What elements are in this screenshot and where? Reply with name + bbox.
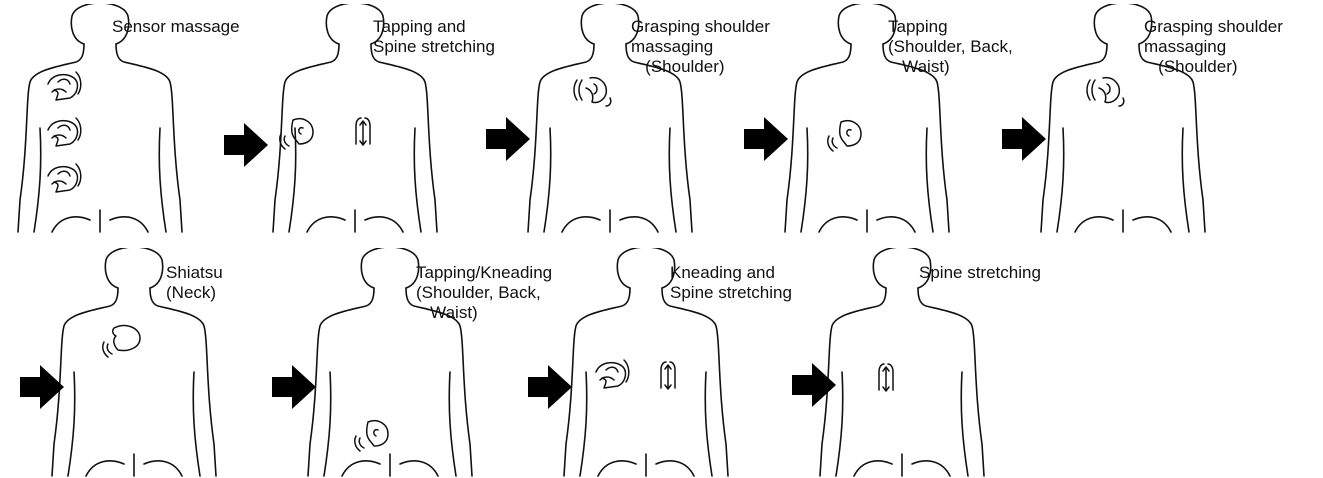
step-label: Tapping/Kneading(Shoulder, Back, Waist) bbox=[416, 263, 552, 323]
right-arrow-icon bbox=[18, 363, 66, 411]
step-label-line: (Neck) bbox=[166, 283, 223, 303]
spine-stretch-icon bbox=[356, 118, 370, 145]
spine-stretch-icon bbox=[879, 364, 893, 391]
step-label-line: Waist) bbox=[416, 303, 552, 323]
knead-hand-icon bbox=[596, 360, 629, 388]
step-label-line: (Shoulder, Back, bbox=[416, 283, 552, 303]
step-label-line: Spine stretching bbox=[919, 263, 1041, 283]
step-label-line: Spine stretching bbox=[373, 37, 495, 57]
knead-hand-icon bbox=[48, 72, 81, 100]
shiatsu-thumb-icon bbox=[103, 326, 140, 357]
step-label: Sensor massage bbox=[112, 17, 240, 37]
step-label-line: Kneading and bbox=[670, 263, 792, 283]
knead-hand-icon bbox=[48, 164, 81, 192]
right-arrow-icon bbox=[790, 361, 838, 409]
back-silhouette-icon bbox=[18, 4, 182, 232]
step-6 bbox=[34, 248, 294, 478]
right-arrow-icon bbox=[222, 121, 270, 169]
step-label: Spine stretching bbox=[919, 263, 1041, 283]
body-figure bbox=[0, 4, 200, 234]
spine-stretch-icon bbox=[661, 362, 675, 389]
right-arrow-icon bbox=[742, 115, 790, 163]
step-label-line: (Shoulder) bbox=[1144, 57, 1283, 77]
step-label-line: Tapping and bbox=[373, 17, 495, 37]
step-label-line: Shiatsu bbox=[166, 263, 223, 283]
grasp-hand-icon bbox=[1087, 78, 1124, 106]
step-label-line: Grasping shoulder bbox=[1144, 17, 1283, 37]
tap-hand-icon bbox=[355, 421, 388, 451]
step-label-line: Tapping/Kneading bbox=[416, 263, 552, 283]
step-label-line: Sensor massage bbox=[112, 17, 240, 37]
step-label-line: massaging bbox=[631, 37, 770, 57]
step-label-line: (Shoulder, Back, bbox=[888, 37, 1013, 57]
tap-hand-icon bbox=[828, 121, 861, 151]
right-arrow-icon bbox=[270, 363, 318, 411]
step-label-line: massaging bbox=[1144, 37, 1283, 57]
step-1 bbox=[0, 4, 260, 234]
step-label: Shiatsu(Neck) bbox=[166, 263, 223, 303]
step-label-line: Spine stretching bbox=[670, 283, 792, 303]
step-label-line: Waist) bbox=[888, 57, 1013, 77]
grasp-hand-icon bbox=[574, 78, 611, 106]
knead-hand-icon bbox=[48, 118, 81, 146]
right-arrow-icon bbox=[526, 363, 574, 411]
right-arrow-icon bbox=[1000, 115, 1048, 163]
step-label-line: Grasping shoulder bbox=[631, 17, 770, 37]
right-arrow-icon bbox=[484, 115, 532, 163]
tap-hand-icon bbox=[280, 119, 313, 149]
step-label-line: Tapping bbox=[888, 17, 1013, 37]
step-label-line: (Shoulder) bbox=[631, 57, 770, 77]
step-label: Tapping(Shoulder, Back, Waist) bbox=[888, 17, 1013, 77]
